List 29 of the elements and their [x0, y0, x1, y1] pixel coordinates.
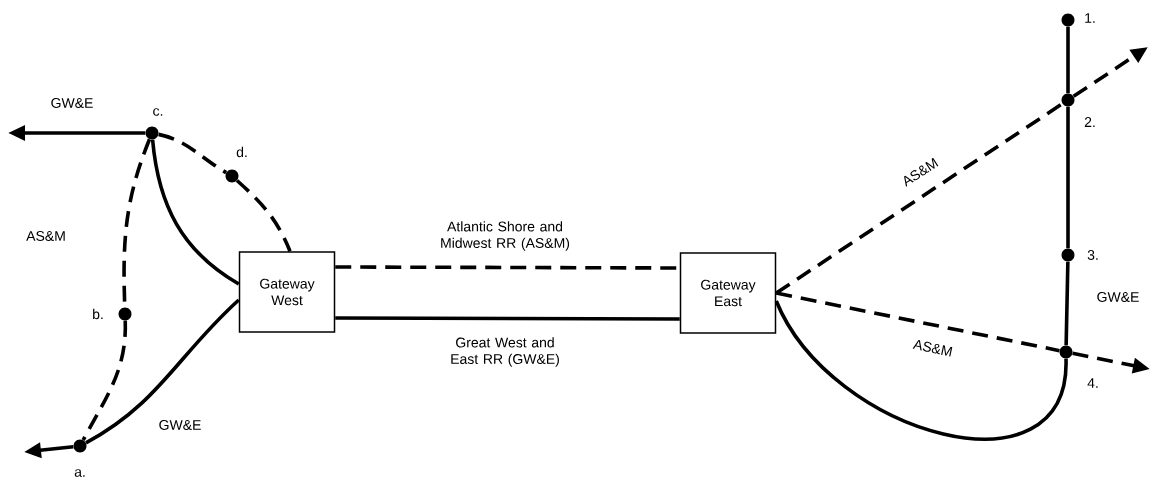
- railroad-line: [85, 298, 240, 445]
- point-label: b.: [93, 308, 103, 320]
- point-label: 3.: [1087, 250, 1098, 260]
- railroad-line: [335, 316, 680, 321]
- gateway-box: Gateway East: [679, 252, 777, 334]
- point-label: c.: [153, 108, 163, 116]
- railroad-line: [150, 139, 240, 286]
- railroad-line: [1064, 261, 1070, 346]
- railroad-line: [81, 320, 128, 441]
- railroad-line: [1066, 26, 1070, 94]
- railroad-line: [1066, 106, 1070, 249]
- gateway-box: Gateway West: [238, 251, 336, 333]
- railroad-line: [158, 132, 228, 175]
- railroad-line: [775, 102, 1064, 295]
- edge-label: GW&E: [1095, 291, 1141, 303]
- edge-label: AS&M: [25, 230, 67, 242]
- point-label: 1.: [1085, 13, 1095, 23]
- railroad-line: [775, 291, 1060, 353]
- edge-label: GW&E: [49, 97, 95, 109]
- point-label: a.: [74, 469, 85, 477]
- point-label: 2.: [1084, 117, 1095, 127]
- edge-label: GW&E: [157, 419, 203, 431]
- point-label: d.: [236, 146, 247, 158]
- point-label: 4.: [1087, 378, 1098, 388]
- edge-label: Great West and East RR (GW&E): [439, 336, 571, 368]
- railroad-line: [774, 300, 1068, 441]
- edge-label: AS&M: [911, 337, 955, 359]
- edge-label: Atlantic Shore and Midwest RR (AS&M): [429, 220, 581, 252]
- railroad-line: [235, 179, 292, 252]
